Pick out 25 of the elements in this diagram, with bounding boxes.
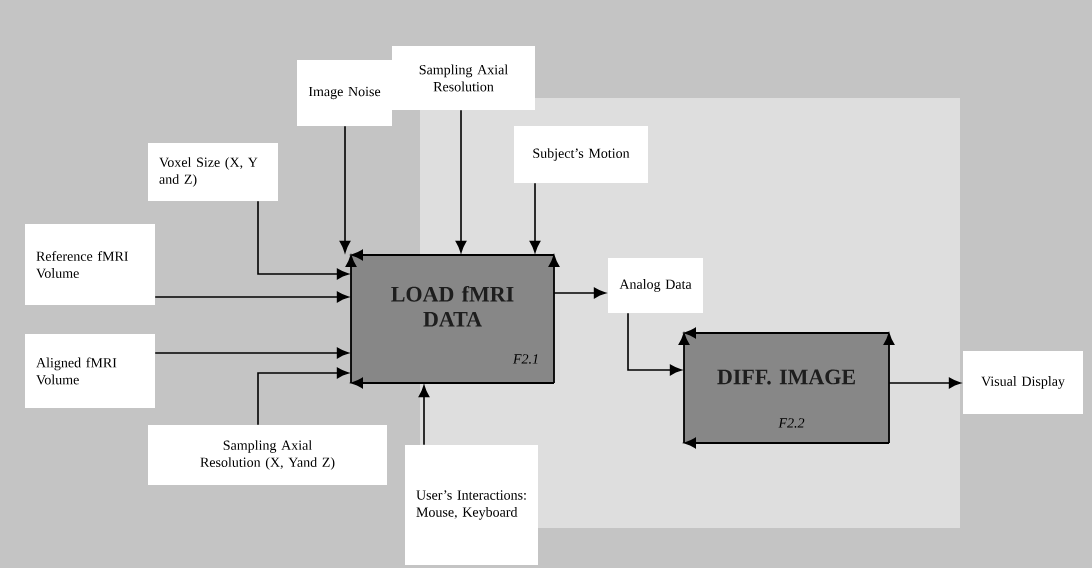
input-box: Analog Data <box>608 258 703 313</box>
arrow <box>553 287 606 299</box>
node-label: Image Noise <box>308 86 381 100</box>
input-box: Image Noise <box>297 60 392 126</box>
input-box: Sampling Axial Resolution <box>392 46 535 110</box>
input-box: Subject’s Motion <box>514 126 648 183</box>
input-box: Voxel Size (X, Y and Z) <box>148 143 278 201</box>
arrow <box>339 125 351 253</box>
node-label: Sampling Axial Resolution <box>419 64 508 92</box>
arrow <box>627 312 682 376</box>
process-box: DIFF. IMAGE F2.2 <box>678 327 895 449</box>
arrow <box>154 291 349 303</box>
arrow <box>529 182 541 253</box>
arrow <box>257 367 349 426</box>
arrow <box>455 109 467 253</box>
input-box: User’s Interactions: Mouse, Keyboard <box>405 445 538 565</box>
arrow <box>418 385 430 446</box>
input-box: Aligned fMRI Volume <box>25 334 155 408</box>
arrow <box>888 377 961 389</box>
process-box: LOAD fMRI DATA F2.1 <box>345 249 560 389</box>
arrow <box>154 347 349 359</box>
input-box: Sampling Axial Resolution (X, Yand Z) <box>148 425 387 485</box>
input-box: Visual Display <box>963 351 1083 414</box>
arrow <box>257 200 349 280</box>
input-box: Reference fMRI Volume <box>25 224 155 305</box>
